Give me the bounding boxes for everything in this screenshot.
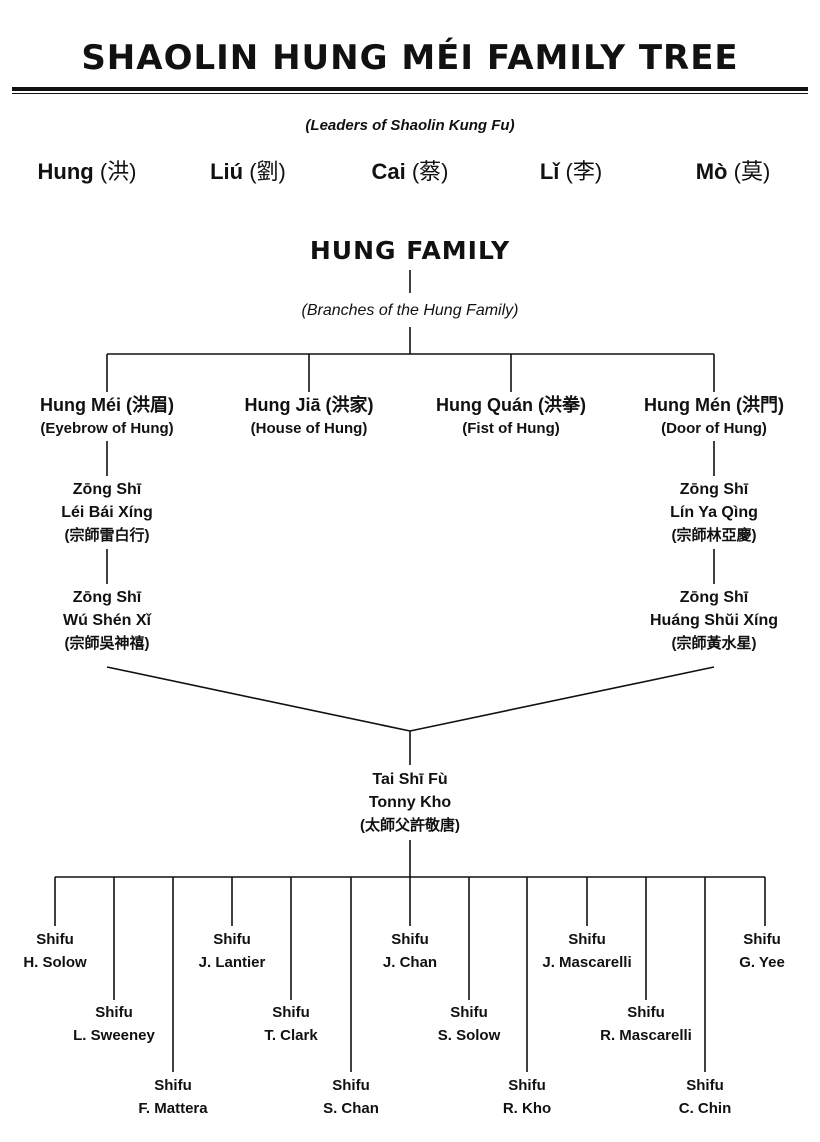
branch-hung-men: Hung Mén (洪門) (Door of Hung) <box>644 393 784 440</box>
master-title: Zōng Shī <box>72 481 142 498</box>
shifu-l-sweeney: Shifu L. Sweeney <box>73 1001 155 1047</box>
shifu-title: Shifu <box>332 1077 370 1094</box>
branch-hung-mei: Hung Méi (洪眉) (Eyebrow of Hung) <box>40 393 174 440</box>
shifu-title: Shifu <box>686 1077 724 1094</box>
leader-mo: Mò (莫) <box>696 154 771 186</box>
branch-english: (Eyebrow of Hung) <box>40 420 174 437</box>
shifu-title: Shifu <box>213 931 251 948</box>
shifu-name: G. Yee <box>739 954 785 971</box>
shifu-f-mattera: Shifu F. Mattera <box>138 1074 207 1120</box>
branches-caption: (Branches of the Hung Family) <box>301 302 519 319</box>
leader-name: Liú <box>210 159 244 184</box>
branch-name: Hung Méi (洪眉) <box>40 395 174 415</box>
master-title: Zōng Shī <box>72 589 142 606</box>
grandmaster-name: Tonny Kho <box>368 794 452 811</box>
shifu-r-mascarelli: Shifu R. Mascarelli <box>600 1001 692 1047</box>
leader-chinese: (李) <box>565 159 603 184</box>
leader-chinese: (莫) <box>733 159 771 184</box>
shifu-name: J. Chan <box>382 954 438 971</box>
shifu-j-lantier: Shifu J. Lantier <box>199 928 266 974</box>
branch-name: Hung Jiā (洪家) <box>244 395 374 415</box>
grandmaster-chinese: (太師父許敬唐) <box>360 817 460 834</box>
leader-chinese: (洪) <box>99 159 137 184</box>
leader-name: Hung <box>37 159 94 184</box>
shifu-name: C. Chin <box>678 1100 732 1117</box>
shifu-name: F. Mattera <box>138 1100 208 1117</box>
master-name: Huáng Shŭi Xíng <box>650 612 778 629</box>
shifu-name: L. Sweeney <box>73 1027 155 1044</box>
leader-name: Lǐ <box>539 159 560 184</box>
master-lin-ya-qing: Zōng Shī Lín Ya Qìng (宗師林亞慶) <box>670 478 758 547</box>
shifu-title: Shifu <box>568 931 606 948</box>
shifu-j-mascarelli: Shifu J. Mascarelli <box>542 928 631 974</box>
leaders-caption: (Leaders of Shaolin Kung Fu) <box>305 117 515 134</box>
master-chinese: (宗師黃水星) <box>671 635 757 652</box>
master-chinese: (宗師雷白行) <box>64 527 150 544</box>
leader-name: Mò <box>695 159 728 184</box>
leader-chinese: (蔡) <box>411 159 449 184</box>
master-name: Wú Shén Xǐ <box>63 612 151 629</box>
shifu-title: Shifu <box>272 1004 310 1021</box>
master-name: Léi Bái Xíng <box>61 504 153 521</box>
master-title: Zōng Shī <box>679 589 749 606</box>
shifu-title: Shifu <box>36 931 74 948</box>
master-wu-shen-xi: Zōng Shī Wú Shén Xǐ (宗師吳神禧) <box>63 586 151 655</box>
master-chinese: (宗師林亞慶) <box>671 527 757 544</box>
grandmaster-title: Tai Shī Fù <box>372 771 448 788</box>
shifu-name: H. Solow <box>23 954 87 971</box>
leader-chinese: (劉) <box>249 159 286 184</box>
page-title: SHAOLIN HUNG MÉI FAMILY TREE <box>81 38 739 78</box>
shifu-s-solow: Shifu S. Solow <box>438 1001 501 1047</box>
branch-name: Hung Mén (洪門) <box>644 395 784 415</box>
shifu-name: R. Mascarelli <box>600 1027 692 1044</box>
leader-name: Cai <box>371 159 406 184</box>
shifu-name: S. Chan <box>323 1100 379 1117</box>
shifu-s-chan: Shifu S. Chan <box>323 1074 379 1120</box>
title-rule-thin <box>12 93 808 94</box>
branch-hung-quan: Hung Quán (洪拳) (Fist of Hung) <box>436 393 586 440</box>
shifu-title: Shifu <box>450 1004 488 1021</box>
shifu-t-clark: Shifu T. Clark <box>264 1001 317 1047</box>
shifu-h-solow: Shifu H. Solow <box>23 928 86 974</box>
shifu-name: T. Clark <box>264 1027 318 1044</box>
shifu-name: R. Kho <box>502 1100 552 1117</box>
branch-name: Hung Quán (洪拳) <box>436 395 586 415</box>
shifu-name: J. Mascarelli <box>542 954 632 971</box>
hung-family-title: HUNG FAMILY <box>309 236 511 265</box>
shifu-r-kho: Shifu R. Kho <box>503 1074 551 1120</box>
shifu-j-chan: Shifu J. Chan <box>383 928 437 974</box>
shifu-name: J. Lantier <box>198 954 266 971</box>
leader-liu: Liú (劉) <box>210 154 286 186</box>
shifu-title: Shifu <box>508 1077 546 1094</box>
branch-hung-jia: Hung Jiā (洪家) (House of Hung) <box>245 393 374 440</box>
master-huang-shui-xing: Zōng Shī Huáng Shŭi Xíng (宗師黃水星) <box>650 586 778 655</box>
master-name: Lín Ya Qìng <box>670 504 758 521</box>
shifu-name: S. Solow <box>437 1027 501 1044</box>
grandmaster-tonny-kho: Tai Shī Fù Tonny Kho (太師父許敬唐) <box>360 768 460 837</box>
shifu-g-yee: Shifu G. Yee <box>739 928 785 974</box>
leader-cai: Cai (蔡) <box>371 154 448 186</box>
branch-english: (Door of Hung) <box>661 420 767 437</box>
master-title: Zōng Shī <box>679 481 749 498</box>
shifu-c-chin: Shifu C. Chin <box>679 1074 732 1120</box>
shifu-title: Shifu <box>627 1004 665 1021</box>
shifu-title: Shifu <box>743 931 781 948</box>
title-rule-thick <box>12 87 808 91</box>
branch-english: (Fist of Hung) <box>462 420 560 437</box>
shifu-title: Shifu <box>391 931 429 948</box>
shifu-title: Shifu <box>154 1077 192 1094</box>
branch-english: (House of Hung) <box>250 420 368 437</box>
leader-hung: Hung (洪) <box>38 154 137 186</box>
master-chinese: (宗師吳神禧) <box>64 635 150 652</box>
shifu-title: Shifu <box>95 1004 133 1021</box>
master-lei-bai-xing: Zōng Shī Léi Bái Xíng (宗師雷白行) <box>61 478 153 547</box>
leader-li: Lǐ (李) <box>540 154 602 186</box>
